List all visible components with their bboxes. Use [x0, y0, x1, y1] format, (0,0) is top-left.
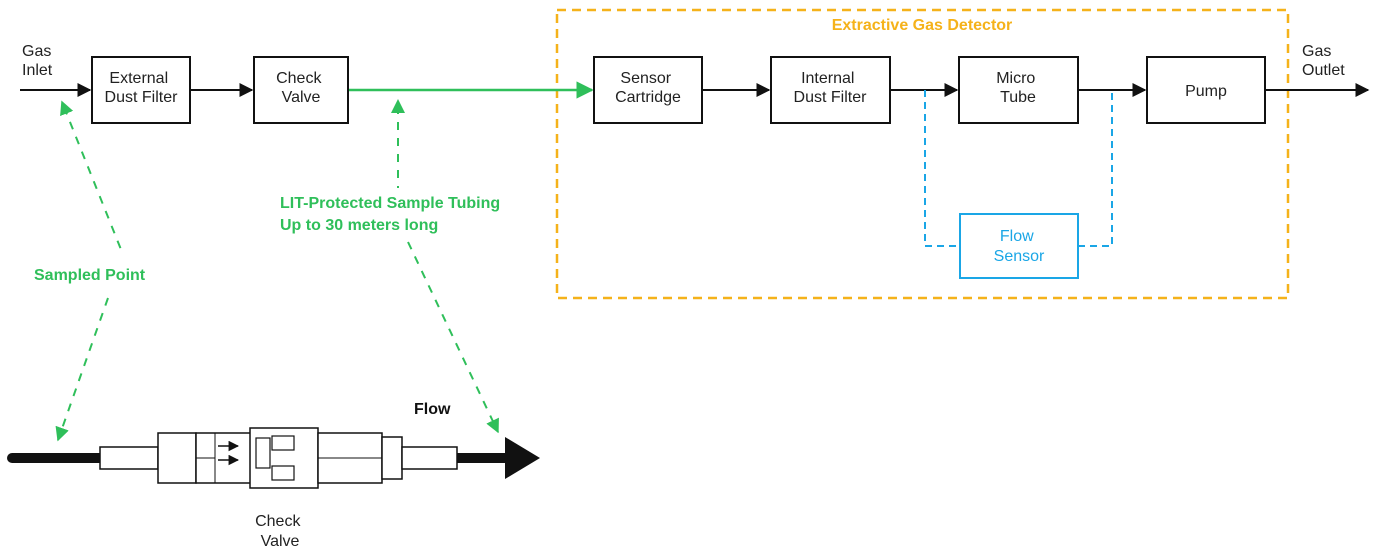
- gas-outlet-label: Gas Outlet: [1302, 43, 1345, 79]
- check-valve-caption: Check Valve: [255, 513, 305, 550]
- svg-text:Flow Sensor: Flow Sensor: [994, 228, 1045, 265]
- pump-box: Pump: [1146, 56, 1266, 124]
- detector-group-label: Extractive Gas Detector: [832, 17, 1013, 34]
- gas-inlet-label: Gas Inlet: [22, 43, 56, 79]
- svg-text:Check Valve: Check Valve: [276, 70, 326, 106]
- sampled-point-label: Sampled Point: [34, 267, 146, 284]
- svg-text:Internal Dust Filter: Internal Dust Filter: [794, 70, 868, 106]
- svg-text:Micro Tube: Micro Tube: [996, 70, 1040, 106]
- flow-sensor-bypass-left: [924, 90, 958, 247]
- sampled-point-leader-bottom: [55, 297, 109, 442]
- svg-text:External Dust Filter: External Dust Filter: [105, 70, 179, 106]
- flow-label: Flow: [414, 401, 451, 418]
- detector-group-border: [555, 8, 1290, 300]
- check-valve-box: Check Valve: [253, 56, 349, 124]
- check-valve-illustration: [7, 427, 540, 489]
- external-dust-filter-box: External Dust Filter: [91, 56, 191, 124]
- internal-dust-filter-box: Internal Dust Filter: [770, 56, 891, 124]
- flow-sensor-bypass-right: [1078, 90, 1113, 247]
- sensor-cartridge-box: Sensor Cartridge: [593, 56, 703, 124]
- svg-text:Pump: Pump: [1185, 83, 1227, 100]
- tubing-label: LIT-Protected Sample Tubing Up to 30 met…: [280, 195, 505, 234]
- svg-text:Sensor Cartridge: Sensor Cartridge: [615, 70, 681, 106]
- micro-tube-box: Micro Tube: [958, 56, 1079, 124]
- flow-sensor-box: Flow Sensor: [959, 213, 1079, 279]
- tubing-leader-bottom: [407, 241, 499, 434]
- sampled-point-leader-top: [60, 100, 123, 253]
